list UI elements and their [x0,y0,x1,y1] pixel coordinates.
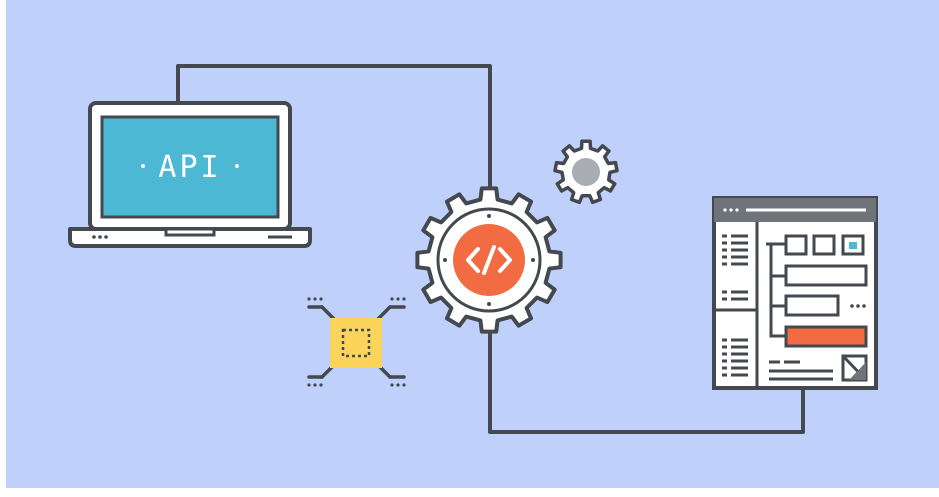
content-box-3-accent [849,242,857,249]
content-bar-2 [786,296,838,315]
small-gear-center [572,158,600,186]
screen-dot-right [235,164,239,168]
chip-body [330,318,382,368]
laptop-icon: API [70,103,310,246]
titlebar-dots [723,208,738,211]
left-border [0,0,6,493]
content-bar-2-dots [850,304,866,308]
laptop-base-dots [92,235,108,239]
laptop-screen-label: API [158,150,221,185]
content-bar-highlight [786,327,866,346]
screen-dot-left [141,164,145,168]
laptop-notch [166,229,214,235]
content-box-1 [786,236,806,254]
content-box-2 [814,236,834,254]
browser-window-icon [714,198,876,388]
bottom-border [0,488,939,493]
content-bar-1 [786,266,866,285]
